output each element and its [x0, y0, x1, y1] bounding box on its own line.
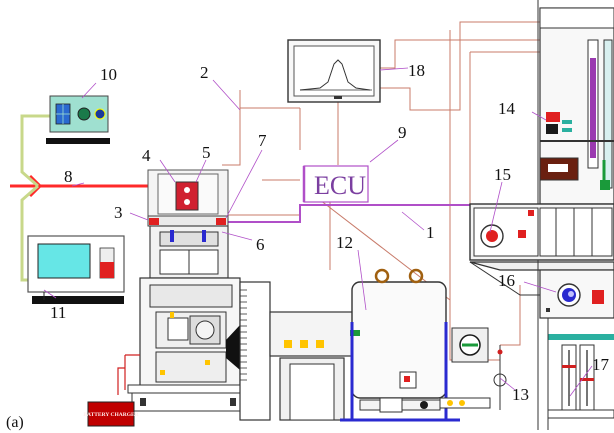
callout-18: 18	[408, 61, 425, 80]
callout-1: 1	[426, 223, 435, 242]
callout-15: 15	[494, 165, 511, 184]
display-18	[288, 40, 380, 102]
control-panel-15	[470, 204, 614, 260]
callout-13: 13	[512, 385, 529, 404]
callout-9: 9	[398, 123, 407, 142]
battery-charger-label: BATTERY CHARGER	[83, 412, 139, 418]
ecu-signal-line	[226, 205, 470, 222]
callout-8: 8	[64, 167, 73, 186]
control-cabinet	[540, 8, 614, 204]
callout-10: 10	[100, 65, 117, 84]
callout-14: 14	[498, 99, 516, 118]
callout-11: 11	[50, 303, 66, 322]
callout-12: 12	[336, 233, 353, 252]
fiber-hose-upper	[22, 116, 50, 186]
camera-controller-10	[46, 96, 110, 144]
ecu-9: ECU	[304, 166, 368, 202]
battery-charger: BATTERY CHARGER	[83, 402, 139, 426]
display-unit-16	[540, 270, 614, 318]
ecu-label: ECU	[314, 171, 366, 200]
callout-16: 16	[498, 271, 515, 290]
panel-label: (a)	[6, 414, 24, 431]
callout-2: 2	[200, 63, 209, 82]
callout-7: 7	[258, 131, 267, 150]
dynamometer-shaft	[240, 282, 360, 420]
optical-cylinder-head	[148, 170, 228, 278]
callout-6: 6	[256, 235, 265, 254]
monitor-11	[28, 236, 124, 304]
callout-3: 3	[114, 203, 123, 222]
callout-5: 5	[202, 143, 211, 162]
callout-17: 17	[592, 355, 610, 374]
engine-block	[118, 278, 248, 411]
callout-4: 4	[142, 146, 151, 165]
flow-meters-17	[548, 334, 614, 418]
